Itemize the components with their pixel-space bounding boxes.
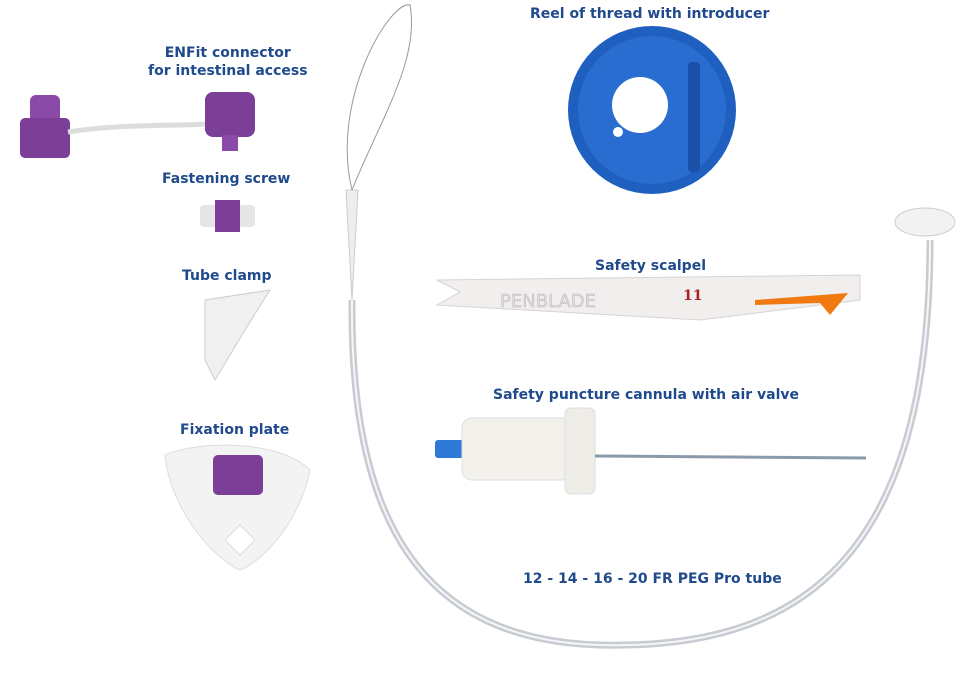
label-scalpel: Safety scalpel [595,258,707,274]
label-enfit: ENFit connector for intestinal access [148,44,308,80]
scalpel-size: 11 [683,288,702,304]
scalpel-brand: PENBLADE [500,291,596,312]
label-fixation-plate: Fixation plate [180,422,290,438]
tube-clamp [204,289,272,382]
fixation-plate [164,444,311,571]
label-enfit-line2: for intestinal access [148,63,308,79]
fastening-screw [200,200,255,232]
peg-tube [345,4,956,649]
enfit-connector [20,92,255,158]
puncture-cannula [435,407,867,495]
label-tube-clamp: Tube clamp [182,268,272,284]
safety-scalpel: PENBLADE 11 [435,274,861,321]
label-enfit-line1: ENFit connector [164,45,291,61]
label-fastening-screw: Fastening screw [162,171,291,187]
label-cannula: Safety puncture cannula with air valve [493,387,800,403]
thread-reel [568,26,736,194]
label-peg-tube: 12 - 14 - 16 - 20 FR PEG Pro tube [523,571,782,587]
label-reel: Reel of thread with introducer [530,6,770,22]
